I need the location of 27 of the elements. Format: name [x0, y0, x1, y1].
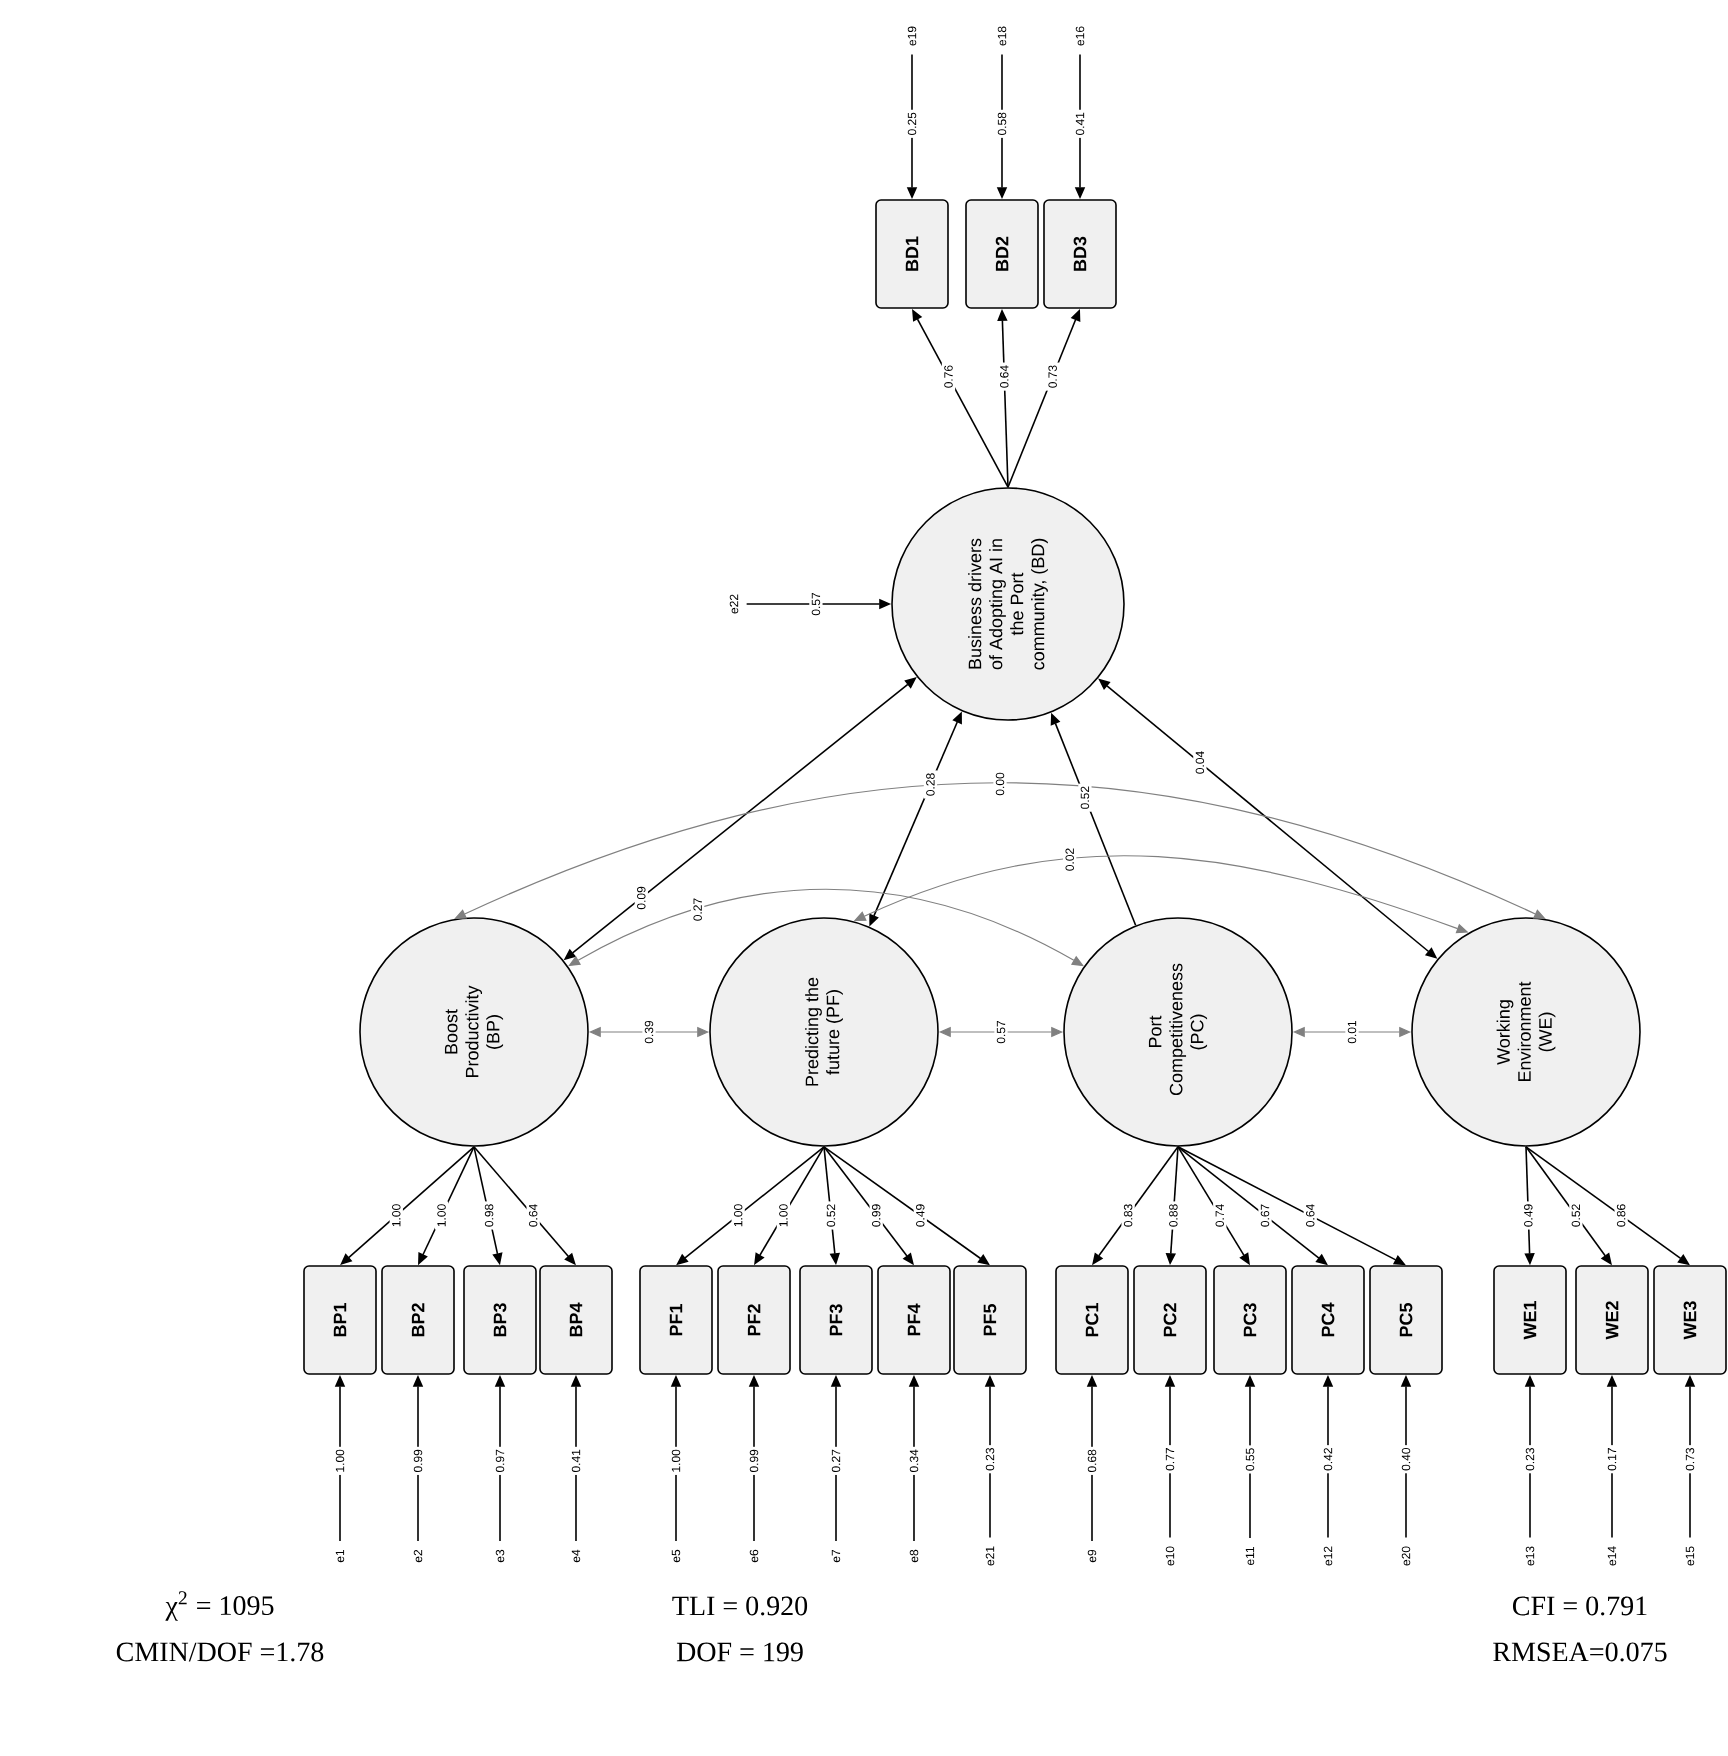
- indicator-box: WE1: [1493, 1265, 1567, 1375]
- indicator-box: BD2: [965, 199, 1039, 309]
- fit-statistic: CFI = 0.791: [1513, 1596, 1647, 1616]
- indicator-box: PC4: [1291, 1265, 1365, 1375]
- indicator-box: PC2: [1133, 1265, 1207, 1375]
- indicator-box: PF1: [639, 1265, 713, 1375]
- indicator-box: WE2: [1575, 1265, 1649, 1375]
- indicator-box: BP4: [539, 1265, 613, 1375]
- indicator-box: BD1: [875, 199, 949, 309]
- fit-statistic: TLI = 0.920: [672, 1596, 808, 1616]
- indicator-box: PF4: [877, 1265, 951, 1375]
- indicator-box: BP1: [303, 1265, 377, 1375]
- fit-statistic: RMSEA=0.075: [1493, 1642, 1667, 1662]
- indicator-box: BD3: [1043, 199, 1117, 309]
- indicator-box: WE3: [1653, 1265, 1727, 1375]
- indicator-box: BP2: [381, 1265, 455, 1375]
- indicator-box: BP3: [463, 1265, 537, 1375]
- fit-statistic: DOF = 199: [676, 1642, 803, 1662]
- covariance-arrow: [454, 782, 1546, 919]
- indicator-box: PF5: [953, 1265, 1027, 1375]
- fit-statistic: χ$^{2}$ = 1095: [165, 1591, 274, 1621]
- indicator-box: PF2: [717, 1265, 791, 1375]
- indicator-box: PF3: [799, 1265, 873, 1375]
- indicator-box: PC1: [1055, 1265, 1129, 1375]
- indicator-box: PC5: [1369, 1265, 1443, 1375]
- indicator-box: PC3: [1213, 1265, 1287, 1375]
- fit-statistic: CMIN/DOF =1.78: [116, 1642, 324, 1662]
